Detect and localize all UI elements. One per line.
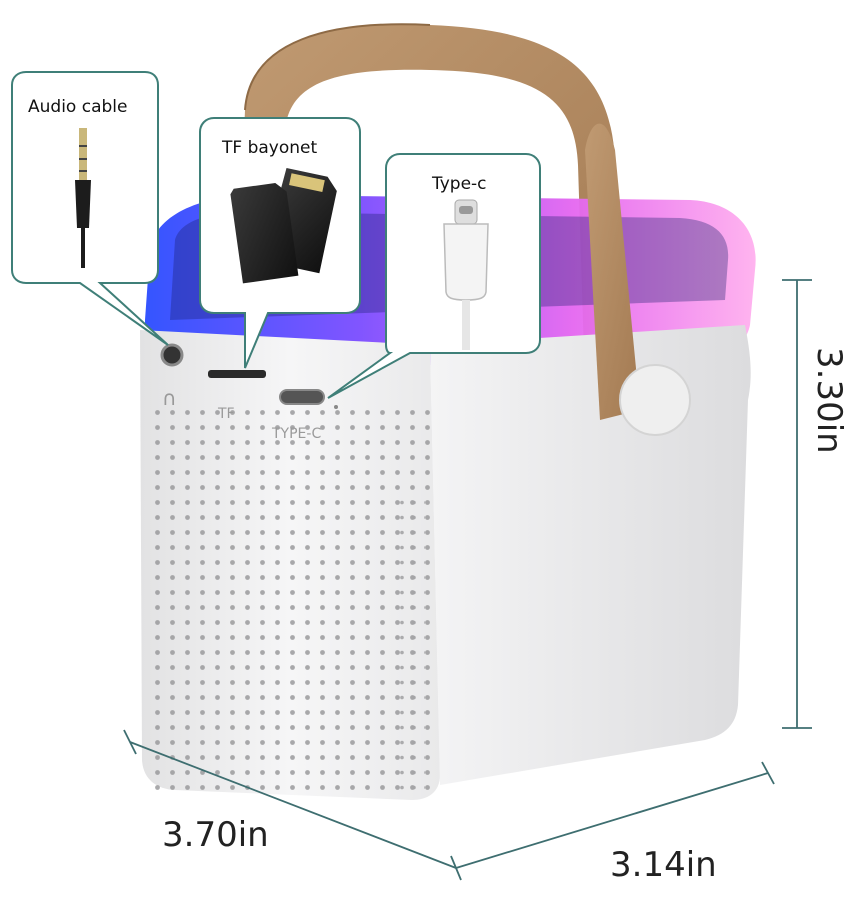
tf-port-label: TF (217, 406, 235, 422)
callout-tf-label: TF bayonet (221, 138, 317, 158)
depth-label: 3.14in (610, 845, 717, 885)
tf-slot (208, 370, 266, 378)
port-panel: ∩ TF TYPE-C (160, 343, 338, 442)
typec-cable-icon (443, 199, 489, 350)
side-grille (400, 500, 425, 790)
front-grille (148, 410, 430, 790)
indicator-led (334, 405, 338, 409)
callout-typec: Type-c (327, 153, 541, 399)
headphone-icon: ∩ (162, 386, 177, 410)
typec-port-label: TYPE-C (271, 426, 321, 442)
callout-typec-label: Type-c (431, 174, 487, 194)
callout-audio-cable: Audio cable (11, 71, 169, 346)
strap-front (585, 123, 691, 436)
callout-audio-label: Audio cable (28, 97, 127, 117)
callout-tf: TF bayonet (199, 117, 361, 369)
width-label: 3.70in (162, 815, 269, 855)
strap-knob (619, 364, 691, 436)
dimension-depth: 3.14in (455, 761, 775, 885)
typec-port (279, 389, 325, 405)
height-label: 3.30in (809, 347, 849, 454)
sd-card-icon (230, 168, 337, 284)
speaker-body (140, 325, 751, 800)
audio-jack-port (160, 343, 184, 367)
dimension-height: 3.30in (782, 279, 849, 729)
audio-cable-icon (75, 128, 91, 268)
dimension-width: 3.70in (123, 729, 462, 881)
